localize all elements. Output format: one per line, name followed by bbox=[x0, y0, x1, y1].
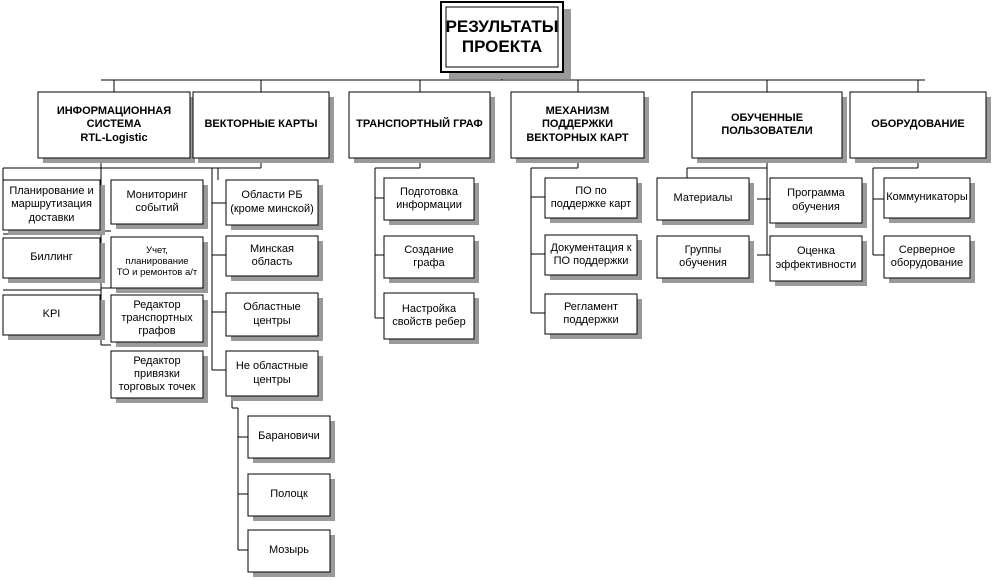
category-map-support-box bbox=[510, 91, 645, 159]
info-system-left-item-2-box bbox=[2, 294, 101, 336]
info-system-right-item-2: Редактор транспортных графов bbox=[121, 298, 193, 338]
trained-users-right-item-0: Программа обучения bbox=[787, 187, 845, 213]
category-trained-users-box bbox=[691, 91, 843, 159]
vector-maps-sub-item-2-box bbox=[247, 529, 331, 573]
vector-maps-item-1-box bbox=[225, 235, 319, 277]
category-equipment: ОБОРУДОВАНИЕ bbox=[871, 118, 965, 131]
trained-users-right-item-1: Оценка эффективности bbox=[775, 245, 857, 271]
vector-maps-item-1: Минская область bbox=[249, 242, 294, 268]
map-support-item-0-box bbox=[544, 177, 638, 219]
transport-graph-item-0: Подготовка информации bbox=[396, 185, 462, 211]
vector-maps-item-2-box bbox=[225, 292, 319, 337]
info-system-right-item-3-box bbox=[110, 350, 204, 399]
category-transport-graph: ТРАНСПОРТНЫЙ ГРАФ bbox=[356, 118, 483, 131]
trained-users-right-item-1-box bbox=[769, 235, 863, 282]
transport-graph-item-1-box bbox=[383, 235, 475, 279]
root-node-box bbox=[445, 6, 559, 68]
category-equipment-box bbox=[849, 91, 987, 159]
trained-users-left-item-1-box bbox=[656, 235, 750, 279]
vector-maps-item-0-box bbox=[225, 179, 319, 226]
info-system-left-item-1: Биллинг bbox=[30, 251, 73, 264]
category-information-system: ИНФОРМАЦИОННАЯ СИСТЕМА RTL-Logistic bbox=[56, 105, 172, 144]
vector-maps-sub-item-1: Полоцк bbox=[270, 488, 308, 501]
category-vector-maps-box bbox=[192, 91, 330, 159]
category-information-system-box bbox=[37, 91, 191, 159]
info-system-left-item-2: KPI bbox=[42, 308, 61, 321]
transport-graph-item-1: Создание графа bbox=[404, 243, 454, 269]
category-vector-maps: ВЕКТОРНЫЕ КАРТЫ bbox=[204, 118, 318, 131]
root-node: РЕЗУЛЬТАТЫ ПРОЕКТА bbox=[445, 17, 559, 56]
info-system-right-item-2-box bbox=[110, 294, 204, 343]
vector-maps-item-2: Областные центры bbox=[243, 301, 301, 327]
info-system-left-item-0-box bbox=[2, 179, 101, 231]
info-system-left-item-0: Планирование и маршрутизация доставки bbox=[9, 185, 94, 224]
map-support-item-0: ПО по поддержке карт bbox=[550, 184, 632, 210]
transport-graph-item-2-box bbox=[383, 292, 475, 340]
map-support-item-2: Регламент поддержки bbox=[563, 300, 619, 326]
trained-users-right-item-0-box bbox=[769, 177, 863, 224]
equipment-item-0-box bbox=[883, 177, 971, 219]
map-support-item-2-box bbox=[544, 293, 638, 335]
category-transport-graph-box bbox=[348, 91, 491, 159]
info-system-right-item-1: Учет, планирование ТО и ремонтов а/т bbox=[116, 245, 198, 278]
category-map-support: МЕХАНИЗМ ПОДДЕРЖКИ ВЕКТОРНЫХ КАРТ bbox=[526, 105, 629, 144]
transport-graph-item-2: Настройка свойств ребер bbox=[392, 302, 466, 328]
map-support-item-1: Документация к ПО поддержки bbox=[550, 241, 632, 267]
map-support-item-1-box bbox=[544, 234, 638, 276]
info-system-right-item-1-box bbox=[110, 236, 204, 289]
vector-maps-sub-item-1-box bbox=[247, 473, 331, 517]
info-system-right-item-0-box bbox=[110, 179, 204, 225]
vector-maps-item-3: Не областные центры bbox=[235, 360, 309, 386]
trained-users-left-item-0: Материалы bbox=[673, 192, 733, 205]
info-system-right-item-0: Мониторинг событий bbox=[126, 188, 188, 214]
trained-users-left-item-1: Группы обучения bbox=[679, 243, 727, 269]
equipment-item-0: Коммуникаторы bbox=[886, 191, 968, 204]
vector-maps-item-0: Области РБ (кроме минской) bbox=[230, 189, 314, 215]
info-system-left-item-1-box bbox=[2, 237, 101, 279]
vector-maps-sub-item-0: Барановичи bbox=[258, 430, 320, 443]
equipment-item-1-box bbox=[883, 235, 971, 279]
info-system-right-item-3: Редактор привязки торговых точек bbox=[118, 354, 196, 394]
equipment-item-1: Серверное оборудование bbox=[890, 243, 964, 269]
vector-maps-sub-item-0-box bbox=[247, 415, 331, 459]
trained-users-left-item-0-box bbox=[656, 177, 750, 221]
category-trained-users: ОБУЧЕННЫЕ ПОЛЬЗОВАТЕЛИ bbox=[721, 111, 813, 137]
transport-graph-item-0-box bbox=[383, 177, 475, 221]
vector-maps-item-3-box bbox=[225, 350, 319, 397]
vector-maps-sub-item-2: Мозырь bbox=[268, 544, 310, 557]
